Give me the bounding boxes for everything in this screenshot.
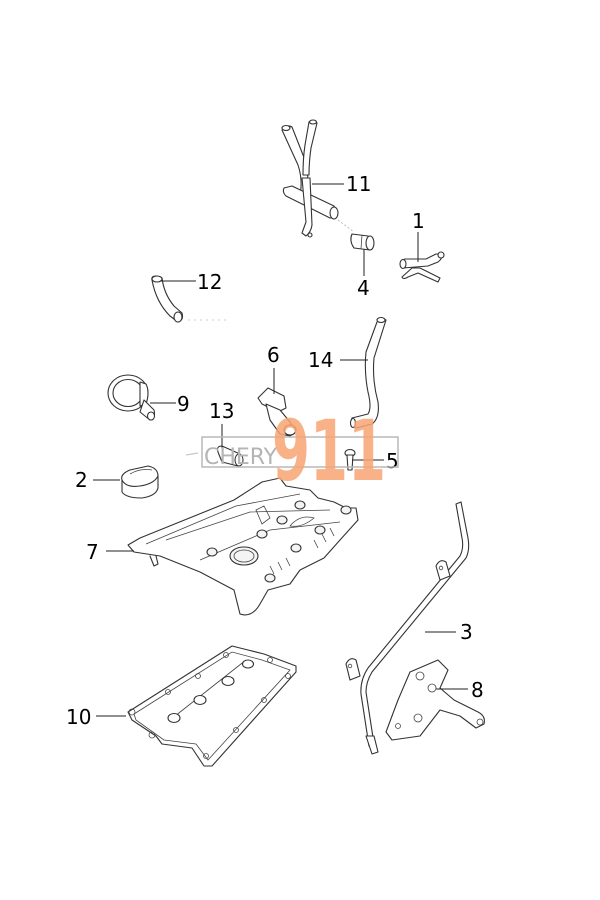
callout-11[interactable]: 11 (346, 172, 371, 196)
part-3-metal-pipe[interactable] (345, 501, 470, 755)
alignment-line (337, 219, 355, 233)
watermark: CHERY 911 (185, 402, 399, 500)
watermark-box (201, 436, 399, 468)
part-2-oil-filler-cap[interactable] (121, 465, 159, 499)
part-13-small-tube[interactable] (216, 445, 244, 467)
watermark-brand: CHERY (204, 445, 278, 470)
part-4-connector-sleeve[interactable] (350, 233, 375, 251)
part-11-coolant-pipe[interactable] (281, 119, 339, 238)
callout-4[interactable]: 4 (357, 276, 370, 300)
callout-5[interactable]: 5 (386, 449, 399, 473)
watermark-dash (185, 452, 199, 456)
part-10-valve-cover-gasket[interactable] (127, 645, 297, 767)
callout-13[interactable]: 13 (209, 399, 234, 423)
part-14-long-hose[interactable] (349, 316, 387, 429)
part-6-camshaft-sensor[interactable] (257, 387, 297, 437)
callout-8[interactable]: 8 (471, 678, 484, 702)
part-12-bent-hose[interactable] (151, 275, 184, 323)
callout-2[interactable]: 2 (75, 468, 88, 492)
callout-9[interactable]: 9 (177, 392, 190, 416)
callout-6[interactable]: 6 (267, 343, 280, 367)
part-7-valve-cover[interactable] (127, 477, 359, 616)
part-9-pcv-valve[interactable] (107, 374, 156, 421)
callout-1[interactable]: 1 (412, 209, 425, 233)
callout-7[interactable]: 7 (86, 540, 99, 564)
callout-3[interactable]: 3 (460, 620, 473, 644)
callout-10[interactable]: 10 (66, 705, 91, 729)
callout-14[interactable]: 14 (308, 348, 333, 372)
part-8-bracket[interactable] (385, 659, 485, 741)
part-1-pipe-bracket[interactable] (399, 251, 445, 283)
watermark-number: 911 (272, 402, 386, 500)
callout-12[interactable]: 12 (197, 270, 222, 294)
